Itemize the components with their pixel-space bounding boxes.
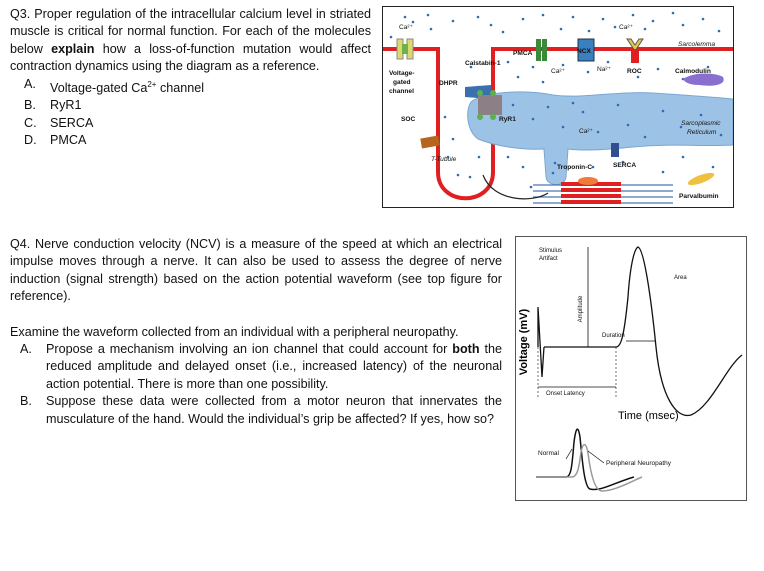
serca-icon: [611, 143, 619, 157]
myofilaments: [533, 177, 673, 204]
paragraph-gap: [10, 306, 502, 324]
part-text: Propose a mechanism involving an ion cha…: [46, 341, 502, 393]
option-text-b: channel: [156, 80, 205, 95]
onset-latency-label: Onset Latency: [546, 391, 585, 397]
ryr1-label: RyR1: [499, 116, 516, 123]
q4-part-a: A. Propose a mechanism involving an ion c…: [20, 341, 502, 393]
option-marker: A.: [24, 76, 36, 91]
stimulus-label: Stimulus: [539, 248, 562, 254]
voltage-gated-label: channel: [389, 88, 414, 95]
question-4: Q4. Nerve conduction velocity (NCV) is a…: [10, 236, 502, 428]
part-text-bold: both: [452, 342, 480, 357]
sarcolemma-label: Sarcolemma: [678, 41, 715, 48]
ca-label: Ca²⁺: [551, 68, 566, 75]
ncx-label: NCX: [577, 48, 592, 55]
amplitude-label: Amplitude: [578, 295, 584, 322]
action-potential-svg: Voltage (mV) Stimulus Artifact Area Ampl…: [518, 246, 743, 492]
q3-intro-text: Q3. Proper regulation of the intracellul…: [10, 7, 371, 56]
comparison-waveforms: [536, 428, 643, 492]
peripheral-neuropathy-label: Peripheral Neuropathy: [606, 460, 672, 467]
option-text: RyR1: [50, 98, 82, 113]
option-superscript: 2+: [147, 79, 157, 89]
part-text-b: the reduced amplitude and delayed onset …: [46, 342, 502, 391]
part-text-a: Propose a mechanism involving an ion cha…: [46, 342, 453, 357]
option-marker: B.: [24, 98, 36, 113]
reference-waveform: [537, 246, 743, 417]
question-3: Q3. Proper regulation of the intracellul…: [10, 6, 371, 149]
normal-waveform: [536, 428, 635, 491]
area-label: Area: [674, 275, 687, 281]
q3-option-b: B. RyR1: [24, 97, 371, 114]
cytoplasm-calcium-dots: [506, 60, 715, 189]
sarcoplasmic-label: Sarcoplasmic: [681, 120, 721, 127]
q3-intro: Q3. Proper regulation of the intracellul…: [10, 6, 371, 76]
parvalbumin-icon: [687, 172, 715, 186]
q3-option-c: C. SERCA: [24, 115, 371, 132]
dhpr-ryr-complex-icon: [465, 85, 502, 120]
roc-icon: [626, 38, 644, 63]
ca-label: Ca²⁺: [619, 24, 634, 31]
dhpr-label: DHPR: [439, 80, 458, 87]
q4-intro: Q4. Nerve conduction velocity (NCV) is a…: [10, 237, 502, 304]
voltage-gated-label: Voltage-: [389, 70, 415, 77]
option-text-a: Voltage-gated Ca: [50, 80, 148, 95]
roc-label: ROC: [627, 68, 642, 75]
q4-examine: Examine the waveform collected from an i…: [10, 324, 459, 339]
x-axis-label: Time (msec): [618, 410, 679, 422]
pmca-label: PMCA: [513, 50, 533, 57]
pmca-icon: [536, 39, 547, 61]
q3-option-a: A. Voltage-gated Ca2+ channel: [24, 76, 371, 98]
q4-part-b: B. Suppose these data were collected from…: [20, 393, 502, 428]
duration-label: Duration: [602, 333, 625, 339]
q4-parts: A. Propose a mechanism involving an ion c…: [20, 341, 502, 428]
q3-intro-text-end: how a loss-of-function mutation would af…: [10, 41, 371, 74]
calcium-diagram-svg: Ca²⁺ Ca²⁺ Ca²⁺ Ca²⁺ Na²⁺ Sarcolemma PMCA…: [383, 11, 734, 204]
option-marker: C.: [24, 115, 37, 130]
ca-label: Ca²⁺: [579, 128, 594, 135]
ca-label: Ca²⁺: [399, 24, 414, 31]
option-text: Voltage-gated Ca2+ channel: [50, 76, 204, 98]
q3-intro-bold: explain: [51, 41, 95, 56]
calstabin-label: Calstabin-1: [465, 60, 501, 67]
sr-calcium-dots: [511, 101, 723, 175]
extracellular-calcium-dots: [389, 11, 721, 179]
troponin-c-shape: [578, 177, 598, 185]
part-marker: A.: [20, 342, 32, 357]
calcium-regulation-diagram: Ca²⁺ Ca²⁺ Ca²⁺ Ca²⁺ Na²⁺ Sarcolemma PMCA…: [382, 6, 734, 208]
voltage-gated-channel-top-icon: [396, 38, 414, 60]
peripheral-neuropathy-waveform: [536, 443, 643, 492]
normal-label: Normal: [538, 450, 560, 457]
q3-option-d: D. PMCA: [24, 132, 371, 149]
part-text: Suppose these data were collected from a…: [46, 394, 502, 426]
reticulum-label: Reticulum: [687, 129, 717, 136]
parvalbumin-label: Parvalbumin: [679, 193, 719, 200]
t-tubule-label: T-Tubule: [431, 156, 457, 163]
soc-label: SOC: [401, 116, 416, 123]
artifact-label: Artifact: [539, 256, 558, 262]
voltage-gated-label: gated: [393, 79, 411, 86]
stimulus-artifact-line: [537, 306, 545, 378]
option-text: PMCA: [50, 133, 87, 148]
troponin-c-label: Troponin-C: [557, 164, 592, 171]
sarcolemma-membrane: [383, 47, 733, 201]
calmodulin-icon: [683, 73, 724, 86]
ncx-icon: [577, 38, 595, 62]
calcium-flow-arrow: [482, 174, 549, 200]
na-label: Na²⁺: [597, 66, 612, 73]
option-text: SERCA: [50, 115, 94, 130]
calmodulin-label: Calmodulin: [675, 68, 711, 75]
q3-options: A. Voltage-gated Ca2+ channel B. RyR1 C. SE…: [24, 76, 371, 150]
action-potential-figure: Voltage (mV) Stimulus Artifact Area Ampl…: [515, 236, 747, 501]
sarcoplasmic-reticulum: [467, 91, 734, 185]
option-marker: D.: [24, 133, 37, 148]
y-axis-label: Voltage (mV): [518, 308, 530, 375]
serca-label: SERCA: [613, 162, 636, 169]
soc-icon: [420, 135, 440, 149]
action-potential-curve: [544, 246, 743, 417]
part-marker: B.: [20, 394, 32, 409]
